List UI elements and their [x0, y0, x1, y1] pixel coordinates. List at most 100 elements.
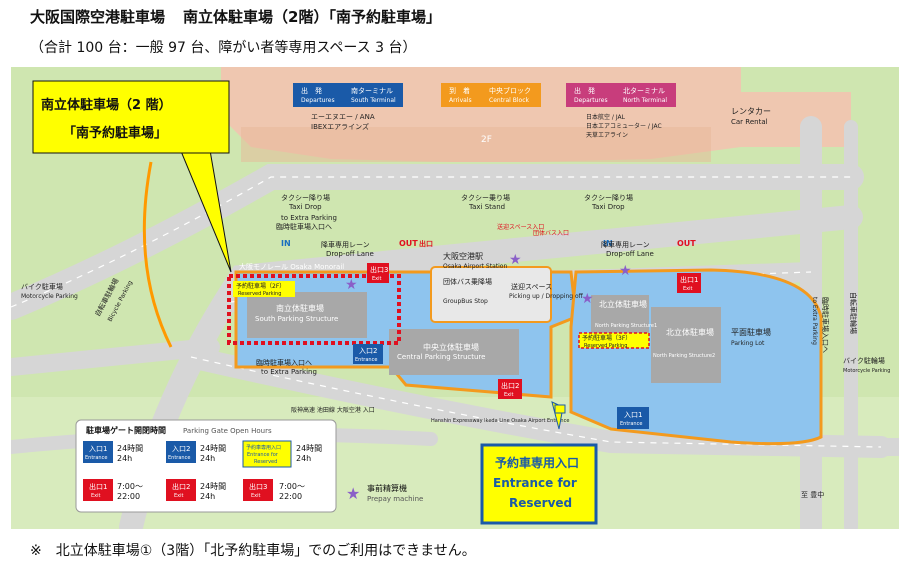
svg-text:Entrance: Entrance	[355, 357, 377, 363]
flat-lot-label: 平面駐車場	[731, 327, 771, 337]
svg-text:予約車専用入口: 予約車専用入口	[495, 455, 579, 470]
svg-text:Arrivals: Arrivals	[449, 97, 472, 104]
north2-label: 北立体駐車場	[666, 327, 714, 337]
central-ps-label: 中央立体駐車場	[423, 342, 479, 352]
central-block-sign: 到 着 Arrivals 中央ブロック Central Block	[441, 83, 541, 107]
svg-text:予約車専用入口: 予約車専用入口	[246, 444, 281, 451]
svg-text:Exit: Exit	[251, 493, 261, 499]
svg-text:7:00～: 7:00～	[279, 482, 305, 491]
svg-text:天草エアライン: 天草エアライン	[586, 131, 628, 139]
osaka-airport-station: 大阪空港駅 Osaka Airport Station	[443, 251, 507, 270]
svg-text:日本エアコミューター / JAC: 日本エアコミューター / JAC	[586, 122, 662, 130]
svg-text:24時間: 24時間	[296, 444, 322, 453]
moto-right-label: バイク駐輪場	[843, 356, 885, 365]
legend-prepay: ★ 事前精算機 Prepay machine	[346, 483, 423, 503]
svg-text:24時間: 24時間	[200, 444, 226, 453]
entrance2-box: 入口2 Entrance	[353, 344, 383, 364]
svg-text:Taxi Drop: Taxi Drop	[591, 203, 625, 211]
reserved-entrance-sign: 予約車専用入口 Entrance for Reserved	[480, 443, 598, 525]
svg-text:入口2: 入口2	[359, 347, 377, 355]
out-label-left: OUT	[399, 239, 418, 248]
svg-text:Hanshin Expressway Ikeda Line: Hanshin Expressway Ikeda Line Osaka Airp…	[431, 418, 569, 424]
svg-text:入口1: 入口1	[624, 411, 642, 419]
svg-text:事前精算機: 事前精算機	[367, 483, 407, 493]
svg-text:Drop-off Lane: Drop-off Lane	[326, 250, 374, 258]
svg-text:出口2: 出口2	[501, 381, 519, 390]
svg-text:Central Block: Central Block	[489, 97, 530, 104]
exit3-box: 出口3 Exit	[367, 263, 389, 283]
svg-text:Reserved: Reserved	[254, 459, 277, 465]
extra-entrance-label: 臨時駐車場入口へ	[256, 358, 312, 367]
group-bus-stop-label: 団体バス乗降場	[443, 277, 492, 286]
svg-text:Motorcycle Parking: Motorcycle Parking	[843, 368, 890, 374]
dropoff-lane-right: 降車専用レーン	[601, 240, 650, 249]
extra-right-label: 臨時駐車場入口へ	[821, 297, 830, 353]
svg-text:24時間: 24時間	[117, 444, 143, 453]
svg-text:出口3: 出口3	[249, 482, 267, 491]
svg-text:Exit: Exit	[91, 493, 101, 499]
svg-text:Motorcycle Parking: Motorcycle Parking	[21, 293, 78, 300]
svg-text:24h: 24h	[200, 492, 215, 501]
svg-text:日本航空 / JAL: 日本航空 / JAL	[586, 113, 626, 121]
footer-note: ※ 北立体駐車場①（3階）「北予約駐車場」でのご利用はできません。	[30, 543, 476, 559]
svg-text:Entrance for: Entrance for	[247, 452, 279, 458]
svg-text:中央ブロック: 中央ブロック	[489, 86, 531, 95]
svg-text:Car Rental: Car Rental	[731, 118, 768, 126]
svg-text:Parking Gate Open Hours: Parking Gate Open Hours	[183, 427, 272, 435]
parking-map: 出 発 Departures 南ターミナル South Terminal エーエ…	[11, 67, 899, 529]
floor-label: 2F	[481, 135, 492, 145]
car-rental-label: レンタカー Car Rental	[731, 107, 771, 126]
svg-text:North Terminal: North Terminal	[623, 97, 667, 104]
callout-line1: 南立体駐車場（2 階）	[41, 97, 172, 113]
svg-text:to Extra Parking: to Extra Parking	[261, 368, 317, 376]
svg-text:South Terminal: South Terminal	[351, 97, 396, 104]
pickup-space-entrance: 送迎スペース入口	[497, 223, 544, 231]
svg-text:予約駐車場（2F）: 予約駐車場（2F）	[236, 282, 285, 290]
prepay-star-icon: ★	[619, 263, 632, 279]
central-parking-structure	[389, 329, 519, 375]
svg-text:入口1: 入口1	[89, 445, 107, 453]
svg-text:出 発: 出 発	[301, 86, 322, 95]
svg-text:22:00: 22:00	[117, 492, 140, 501]
title-reserved: 「南予約駐車場」	[328, 8, 441, 26]
north-parking-structure-2	[651, 307, 721, 383]
to-extra-top: to Extra Parking	[281, 214, 337, 222]
svg-text:North Parking Structure1: North Parking Structure1	[595, 323, 657, 329]
svg-text:24h: 24h	[200, 454, 215, 463]
title-airport: 大阪国際空港駐車場	[30, 8, 166, 26]
svg-text:Parking Lot: Parking Lot	[731, 340, 765, 347]
reserved-label-south: 予約駐車場（2F） Reserved Parking	[233, 281, 295, 297]
prepay-star-icon: ★	[346, 484, 360, 503]
svg-text:IBEXエアラインズ: IBEXエアラインズ	[311, 122, 369, 131]
taxi-drop-label-2: タクシー降り場	[584, 193, 633, 202]
svg-text:Entrance for: Entrance for	[493, 476, 577, 490]
svg-text:出口2: 出口2	[172, 482, 190, 491]
svg-text:24h: 24h	[296, 454, 311, 463]
pickup-label: 送迎スペース	[511, 282, 552, 291]
page-title: 大阪国際空港駐車場南立体駐車場（2階）「南予約駐車場」	[30, 6, 459, 27]
prepay-star-icon: ★	[345, 277, 358, 293]
svg-text:24時間: 24時間	[200, 482, 226, 491]
prepay-star-icon: ★	[509, 252, 522, 268]
in-label-left: IN	[281, 239, 291, 248]
svg-text:出口1: 出口1	[89, 482, 107, 491]
moto-left-label: バイク駐車場	[21, 282, 63, 291]
toyonaka-label: 至 豊中	[801, 490, 824, 499]
svg-text:入口2: 入口2	[172, 445, 190, 453]
taxi-stand-label: タクシー乗り場	[461, 193, 510, 202]
svg-text:Reserved Parking: Reserved Parking	[238, 291, 281, 297]
svg-text:南ターミナル: 南ターミナル	[351, 86, 393, 95]
svg-text:South Parking Structure: South Parking Structure	[255, 315, 338, 323]
reserved-label-north: 予約駐車場（3F） Reserved Parking	[582, 334, 631, 349]
svg-text:北ターミナル: 北ターミナル	[623, 86, 665, 95]
svg-text:to Extra Parking: to Extra Parking	[811, 297, 818, 345]
monorail-label: 大阪モノレール Osaka Monorail	[239, 262, 344, 271]
station-area	[430, 266, 552, 323]
south-terminal-sign: 出 発 Departures 南ターミナル South Terminal エーエ…	[293, 83, 403, 131]
callout-line2: 「南予約駐車場」	[63, 125, 167, 141]
svg-text:出口3: 出口3	[370, 265, 388, 274]
svg-text:Exit: Exit	[504, 392, 514, 398]
svg-text:臨時駐車場入口へ: 臨時駐車場入口へ	[276, 222, 332, 231]
svg-text:22:00: 22:00	[279, 492, 302, 501]
exit1-box: 出口1 Exit	[677, 273, 701, 293]
